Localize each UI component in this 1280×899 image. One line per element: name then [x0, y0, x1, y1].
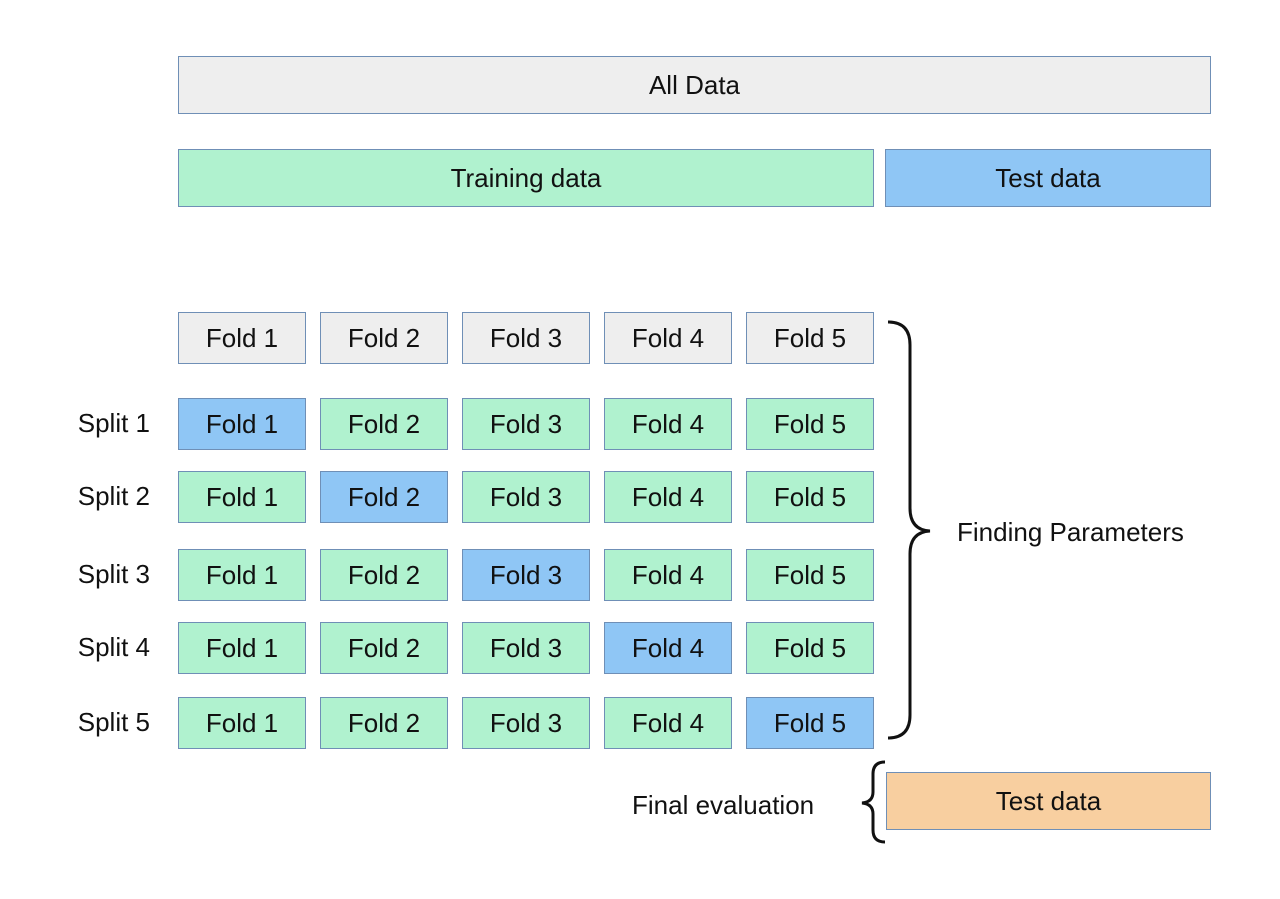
split-4-fold-3-train: Fold 3	[462, 622, 590, 674]
fold-label: Fold 5	[773, 707, 847, 738]
split-label-4: Split 4	[77, 632, 150, 662]
fold-header-label: Fold 4	[631, 322, 705, 353]
split-3-fold-3-test: Fold 3	[462, 549, 590, 601]
split-3-fold-2-train: Fold 2	[320, 549, 448, 601]
fold-label: Fold 4	[631, 632, 705, 663]
split-2-fold-3-train: Fold 3	[462, 471, 590, 523]
fold-label: Fold 5	[773, 481, 847, 512]
fold-header-3: Fold 3	[462, 312, 590, 364]
fold-header-5: Fold 5	[746, 312, 874, 364]
split-5-fold-4-train: Fold 4	[604, 697, 732, 749]
split-2-fold-1-train: Fold 1	[178, 471, 306, 523]
fold-label: Fold 1	[205, 408, 279, 439]
fold-label: Fold 4	[631, 481, 705, 512]
split-label-2: Split 2	[77, 481, 150, 511]
fold-label: Fold 2	[347, 707, 421, 738]
fold-label: Fold 2	[347, 632, 421, 663]
all-data-bar: All Data	[178, 56, 1211, 114]
fold-label: Fold 4	[631, 408, 705, 439]
fold-header-2: Fold 2	[320, 312, 448, 364]
fold-label: Fold 3	[489, 632, 563, 663]
fold-header-label: Fold 5	[773, 322, 847, 353]
split-4-fold-4-test: Fold 4	[604, 622, 732, 674]
split-4-fold-5-train: Fold 5	[746, 622, 874, 674]
training-data-label: Training data	[450, 162, 602, 193]
fold-label: Fold 1	[205, 632, 279, 663]
fold-label: Fold 3	[489, 408, 563, 439]
split-2-fold-4-train: Fold 4	[604, 471, 732, 523]
fold-label: Fold 2	[347, 481, 421, 512]
split-5-fold-5-test: Fold 5	[746, 697, 874, 749]
fold-header-1: Fold 1	[178, 312, 306, 364]
fold-label: Fold 1	[205, 559, 279, 590]
training-data-bar: Training data	[178, 149, 874, 207]
split-5-fold-1-train: Fold 1	[178, 697, 306, 749]
fold-label: Fold 2	[347, 408, 421, 439]
split-3-fold-1-train: Fold 1	[178, 549, 306, 601]
fold-header-4: Fold 4	[604, 312, 732, 364]
finding-parameters-label: Finding Parameters	[957, 517, 1184, 547]
split-1-fold-2-train: Fold 2	[320, 398, 448, 450]
split-4-fold-2-train: Fold 2	[320, 622, 448, 674]
split-label-1: Split 1	[77, 408, 150, 438]
final-test-data-bar: Test data	[886, 772, 1211, 830]
fold-label: Fold 4	[631, 707, 705, 738]
split-1-fold-3-train: Fold 3	[462, 398, 590, 450]
fold-header-label: Fold 1	[205, 322, 279, 353]
split-3-fold-5-train: Fold 5	[746, 549, 874, 601]
fold-label: Fold 5	[773, 632, 847, 663]
fold-label: Fold 2	[347, 559, 421, 590]
split-4-fold-1-train: Fold 1	[178, 622, 306, 674]
split-1-fold-5-train: Fold 5	[746, 398, 874, 450]
split-5-fold-2-train: Fold 2	[320, 697, 448, 749]
split-1-fold-1-test: Fold 1	[178, 398, 306, 450]
split-label-3: Split 3	[77, 559, 150, 589]
test-data-bar: Test data	[885, 149, 1211, 207]
fold-header-label: Fold 2	[347, 322, 421, 353]
split-label-5: Split 5	[77, 707, 150, 737]
fold-label: Fold 5	[773, 408, 847, 439]
split-2-fold-5-train: Fold 5	[746, 471, 874, 523]
final-evaluation-brace	[861, 760, 886, 844]
fold-label: Fold 1	[205, 707, 279, 738]
final-test-data-label: Test data	[995, 785, 1102, 816]
test-data-label: Test data	[995, 162, 1101, 193]
split-3-fold-4-train: Fold 4	[604, 549, 732, 601]
fold-label: Fold 3	[489, 707, 563, 738]
finding-parameters-brace	[887, 320, 931, 740]
fold-label: Fold 5	[773, 559, 847, 590]
final-evaluation-label: Final evaluation	[632, 790, 815, 820]
fold-label: Fold 4	[631, 559, 705, 590]
fold-label: Fold 1	[205, 481, 279, 512]
fold-label: Fold 3	[489, 559, 563, 590]
split-2-fold-2-test: Fold 2	[320, 471, 448, 523]
all-data-label: All Data	[648, 69, 741, 100]
fold-header-label: Fold 3	[489, 322, 563, 353]
split-1-fold-4-train: Fold 4	[604, 398, 732, 450]
split-5-fold-3-train: Fold 3	[462, 697, 590, 749]
fold-label: Fold 3	[489, 481, 563, 512]
